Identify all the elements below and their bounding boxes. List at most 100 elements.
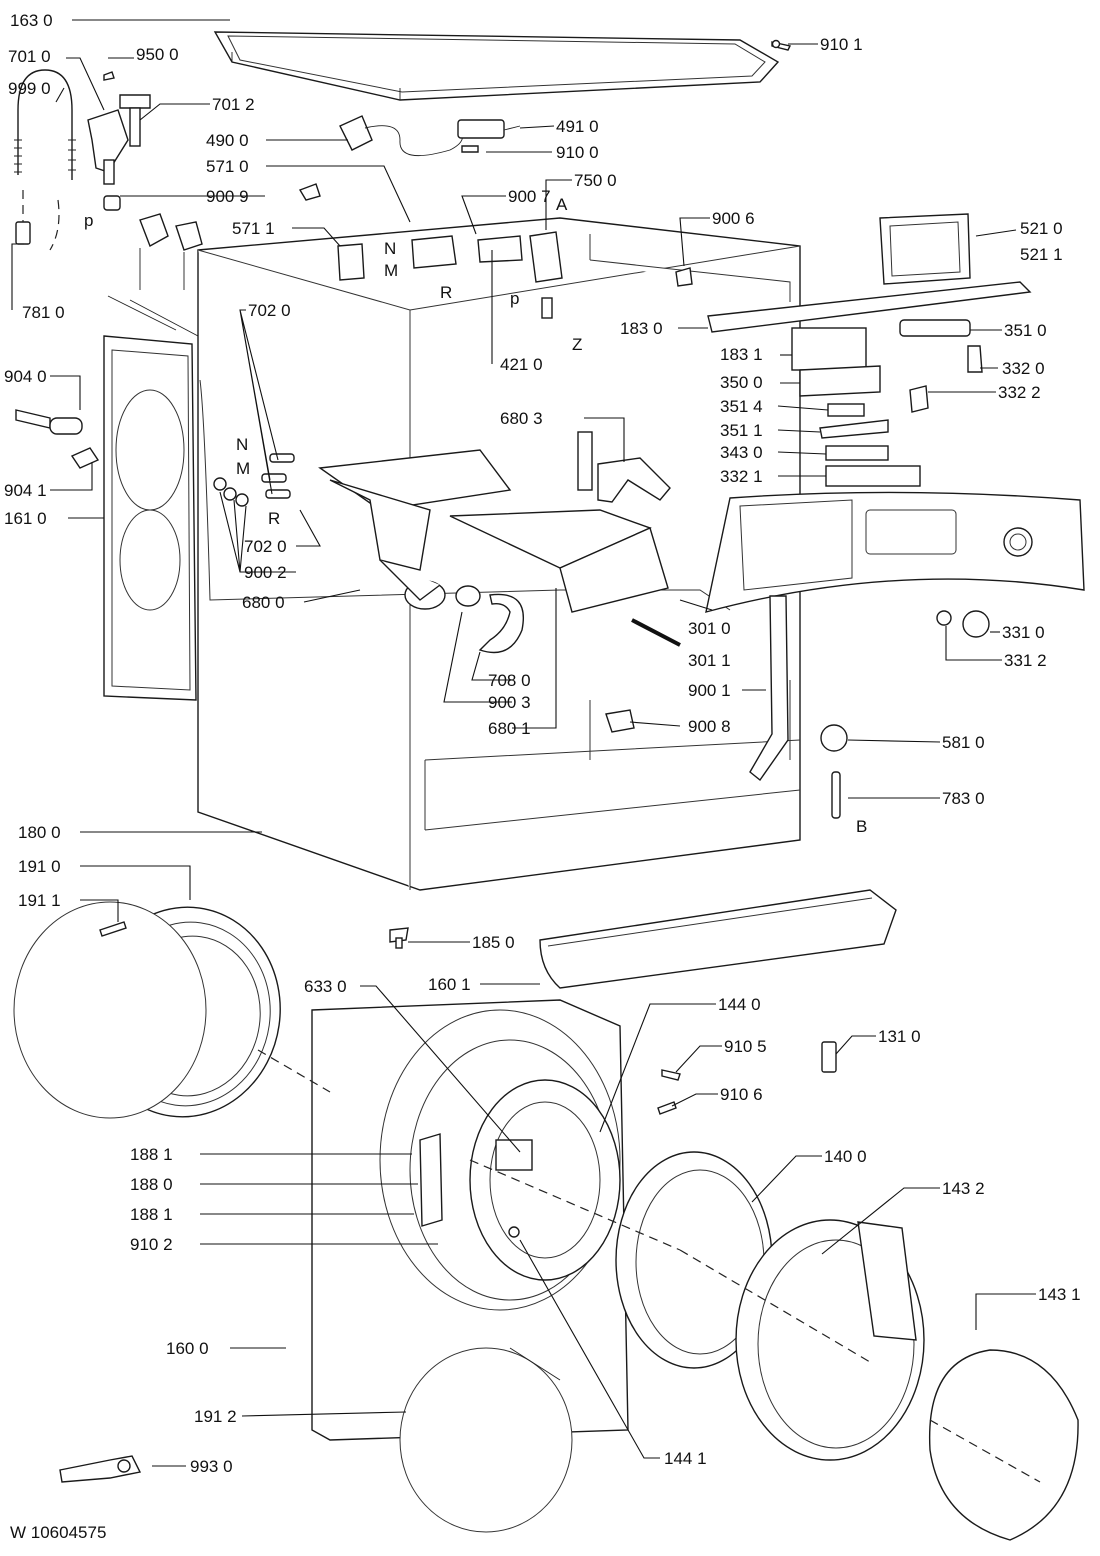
callout-332-1: 332 1	[720, 467, 763, 486]
callout-191-2: 191 2	[194, 1407, 237, 1426]
callout-910-6: 910 6	[720, 1085, 763, 1104]
door-lock-pump-drawing	[337, 231, 693, 319]
callout-521-1: 521 1	[1020, 245, 1063, 264]
knob-drawing	[936, 610, 990, 638]
detergent-dispenser-drawing	[318, 449, 669, 613]
letter-z-pump: Z	[572, 335, 582, 354]
callout-491-0: 491 0	[556, 117, 599, 136]
inlet-valves-drawing	[103, 183, 321, 337]
callout-160-0: 160 0	[166, 1339, 209, 1358]
callout-351-1: 351 1	[720, 421, 763, 440]
callout-910-5: 910 5	[724, 1037, 767, 1056]
callout-131-0: 131 0	[878, 1027, 921, 1046]
callout-301-1: 301 1	[688, 651, 731, 670]
rod-drawing	[631, 618, 681, 647]
diagram-code: W 10604575	[10, 1523, 106, 1542]
door-screws-drawing	[657, 1069, 681, 1115]
door-seal-drawing	[13, 901, 281, 1119]
door-glass-drawing	[928, 1349, 1079, 1541]
callout-350-0: 350 0	[720, 373, 763, 392]
callout-188-0: 188 0	[130, 1175, 173, 1194]
callout-421-0: 421 0	[500, 355, 543, 374]
callout-144-0: 144 0	[718, 995, 761, 1014]
callout-143-2: 143 2	[942, 1179, 985, 1198]
callout-180-0: 180 0	[18, 823, 61, 842]
letter-n-tube: N	[236, 435, 248, 454]
clip-drawing	[605, 709, 635, 733]
callout-571-0: 571 0	[206, 157, 249, 176]
callout-910-0: 910 0	[556, 143, 599, 162]
callout-781-0: 781 0	[22, 303, 65, 322]
wiring-channel-drawing	[749, 595, 789, 782]
callout-702-0-b: 702 0	[244, 537, 287, 556]
assembly-axis-lines	[257, 1049, 1041, 1483]
letter-a-pump: A	[556, 195, 568, 214]
power-cord-drawing	[339, 115, 463, 157]
callout-351-0: 351 0	[1004, 321, 1047, 340]
leader-lines	[11, 19, 1036, 1467]
callout-188-1-b: 188 1	[130, 1205, 173, 1224]
callout-999-0: 999 0	[8, 79, 51, 98]
callout-490-0: 490 0	[206, 131, 249, 150]
front-panel-drawing	[311, 999, 629, 1441]
console-panel-drawing	[705, 491, 1085, 613]
callout-750-0: 750 0	[574, 171, 617, 190]
screw-drawing	[771, 39, 792, 51]
callout-188-1-a: 188 1	[130, 1145, 173, 1164]
control-modules-drawing	[707, 213, 1032, 487]
callout-331-0: 331 0	[1002, 623, 1045, 642]
spanner-drawing	[59, 1455, 142, 1483]
callout-900-7: 900 7	[508, 187, 551, 206]
letter-markers: p N M R A p Z N M R B	[84, 195, 867, 836]
bellows-hose-drawing	[455, 585, 524, 654]
callout-191-1: 191 1	[18, 891, 61, 910]
callout-900-8: 900 8	[688, 717, 731, 736]
callout-521-0: 521 0	[1020, 219, 1063, 238]
letter-p-hose: p	[84, 211, 93, 230]
callout-191-0: 191 0	[18, 857, 61, 876]
callout-900-2: 900 2	[244, 563, 287, 582]
callout-351-4: 351 4	[720, 397, 763, 416]
callout-900-6: 900 6	[712, 209, 755, 228]
callout-140-0: 140 0	[824, 1147, 867, 1166]
callout-680-0: 680 0	[242, 593, 285, 612]
callout-labels: 163 0 910 1 701 0 950 0 999 0 701 2 490 …	[4, 11, 1081, 1476]
pressure-switch-drawing	[820, 724, 848, 819]
callout-343-0: 343 0	[720, 443, 763, 462]
callout-900-1: 900 1	[688, 681, 731, 700]
callout-571-1: 571 1	[232, 219, 275, 238]
callout-910-1: 910 1	[820, 35, 863, 54]
side-panel-drawing	[103, 335, 197, 701]
foot-drawing	[389, 927, 409, 949]
callout-701-0: 701 0	[8, 47, 51, 66]
shock-absorber-drawing	[15, 409, 100, 469]
callout-900-9: 900 9	[206, 187, 249, 206]
callout-910-2: 910 2	[130, 1235, 173, 1254]
callout-332-2: 332 2	[998, 383, 1041, 402]
letter-m-tube: M	[236, 459, 250, 478]
callout-185-0: 185 0	[472, 933, 515, 952]
callout-301-0: 301 0	[688, 619, 731, 638]
callout-993-0: 993 0	[190, 1457, 233, 1476]
callout-702-0-a: 702 0	[248, 301, 291, 320]
callout-904-1: 904 1	[4, 481, 47, 500]
letter-p-pump: p	[510, 289, 519, 308]
letter-m-valve: M	[384, 261, 398, 280]
callout-900-3: 900 3	[488, 693, 531, 712]
door-frame-drawing	[735, 1219, 925, 1461]
callout-581-0: 581 0	[942, 733, 985, 752]
callout-783-0: 783 0	[942, 789, 985, 808]
callout-950-0: 950 0	[136, 45, 179, 64]
callout-163-0: 163 0	[10, 11, 53, 30]
callout-680-3: 680 3	[500, 409, 543, 428]
callout-144-1: 144 1	[664, 1449, 707, 1468]
top-cover-drawing	[213, 31, 780, 101]
callout-183-0: 183 0	[620, 319, 663, 338]
letter-b-marker: B	[856, 817, 867, 836]
connector-tubes-drawing	[213, 453, 295, 507]
callout-708-0: 708 0	[488, 671, 531, 690]
noise-filter-drawing	[457, 119, 521, 153]
callout-633-0: 633 0	[304, 977, 347, 996]
bracket-drawing	[577, 431, 671, 503]
callout-161-0: 161 0	[4, 509, 47, 528]
